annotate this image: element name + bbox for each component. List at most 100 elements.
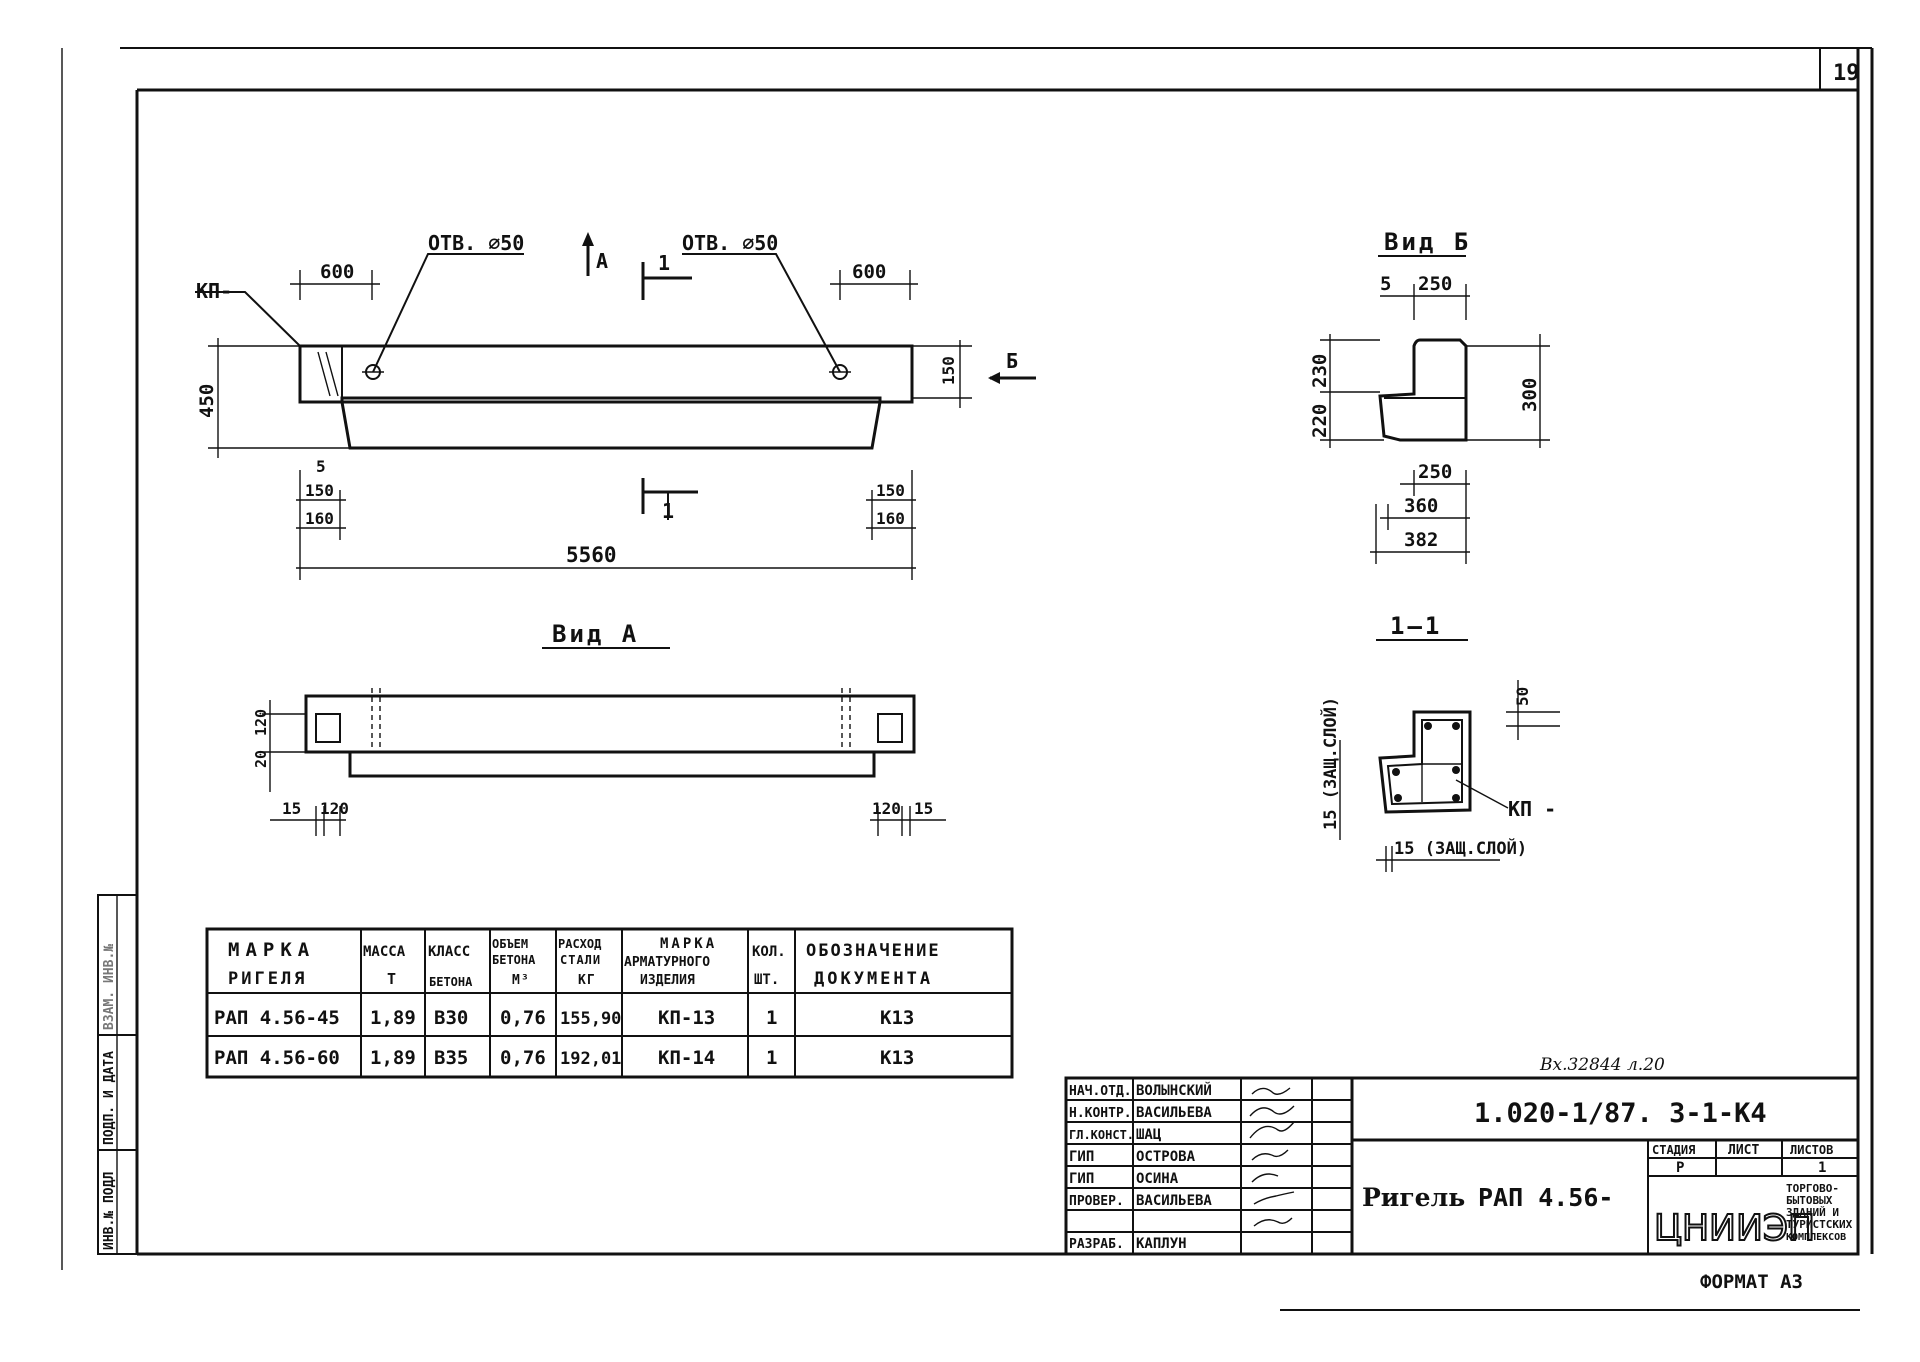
section-1-1 bbox=[1339, 639, 1560, 872]
section-title: 1—1 bbox=[1390, 612, 1442, 640]
section-dim-50: 50 bbox=[1513, 687, 1532, 706]
th-armature-3: ИЗДЕЛИЯ bbox=[640, 973, 695, 988]
th-qty-2: ШТ. bbox=[754, 972, 779, 988]
tb-code: 1.020-1/87. 3-1-К4 bbox=[1474, 1098, 1767, 1129]
tb-org-desc-4: ТУРИСТСКИХ bbox=[1786, 1218, 1853, 1231]
td-r2-mass: 1,89 bbox=[370, 1047, 416, 1069]
tb-sheet-label: ЛИСТ bbox=[1728, 1143, 1759, 1158]
view-a-dim-120: 120 bbox=[252, 709, 270, 736]
dim-150-right: 150 bbox=[939, 356, 958, 385]
th-steel-2: СТАЛИ bbox=[560, 953, 601, 967]
td-r2-qty: 1 bbox=[766, 1047, 777, 1069]
view-b-dim-250-top: 250 bbox=[1418, 273, 1452, 295]
th-mass-2: Т bbox=[387, 970, 397, 988]
dim-150-right-bottom: 150 bbox=[876, 481, 905, 500]
view-b-dim-5: 5 bbox=[1380, 273, 1391, 295]
view-b bbox=[1320, 255, 1550, 564]
section-cover-vertical: 15 (ЗАЩ.СЛОЙ) bbox=[1319, 697, 1341, 830]
dim-150-left: 150 bbox=[305, 481, 334, 500]
hole-left-label: ОТВ. ⌀50 bbox=[428, 231, 524, 255]
view-b-dim-360: 360 bbox=[1404, 495, 1438, 517]
tb-name-left: Ригель bbox=[1362, 1183, 1465, 1212]
page-number: 19 bbox=[1833, 61, 1860, 86]
th-steel-1: РАСХОД bbox=[558, 937, 601, 951]
hole-right-label: ОТВ. ⌀50 bbox=[682, 231, 778, 255]
view-b-dim-250-bottom: 250 bbox=[1418, 461, 1452, 483]
cut-mark-top: 1 bbox=[658, 251, 670, 275]
th-volume-2: БЕТОНА bbox=[492, 953, 536, 967]
side-stamp-replace: ВЗАМ. ИНВ.№ bbox=[102, 943, 117, 1030]
view-a-dim-120-left: 120 bbox=[320, 799, 349, 818]
view-b-dim-382: 382 bbox=[1404, 529, 1438, 551]
tb-name-6: ВАСИЛЬЕВА bbox=[1136, 1193, 1212, 1209]
section-kp-label: КП - bbox=[1508, 797, 1556, 821]
th-volume-3: М³ bbox=[512, 973, 530, 988]
section-cover-horizontal: 15 (ЗАЩ.СЛОЙ) bbox=[1394, 837, 1527, 859]
tb-sheets-label: ЛИСТОВ bbox=[1790, 1143, 1833, 1157]
th-class-1: КЛАСС bbox=[428, 944, 470, 960]
tb-org-desc-3: ЗДАНИЙ И bbox=[1786, 1206, 1839, 1219]
view-b-dim-300: 300 bbox=[1519, 378, 1541, 412]
sheet-format: ФОРМАТ А3 bbox=[1700, 1271, 1803, 1293]
title-block bbox=[1064, 1076, 1860, 1256]
th-armature-2: АРМАТУРНОГО bbox=[624, 955, 710, 970]
arrow-a-label: А bbox=[596, 249, 608, 273]
side-stamp-inv: ИНВ.№ ПОДЛ bbox=[102, 1172, 117, 1250]
kp-label: КП- bbox=[196, 279, 232, 303]
view-a-title: Вид А bbox=[552, 620, 639, 648]
side-stamp-sign: ПОДП. И ДАТА bbox=[102, 1051, 117, 1145]
archive-note: Вх.32844 л.20 bbox=[1539, 1055, 1665, 1075]
tb-org-desc-1: ТОРГОВО- bbox=[1786, 1182, 1839, 1195]
td-r1-mass: 1,89 bbox=[370, 1007, 416, 1029]
tb-role-6: ПРОВЕР. bbox=[1069, 1194, 1124, 1209]
tb-sheets: 1 bbox=[1818, 1160, 1826, 1176]
view-a-dim-15-left: 15 bbox=[282, 799, 301, 818]
view-a bbox=[262, 647, 946, 836]
dim-5: 5 bbox=[316, 457, 326, 476]
dim-450: 450 bbox=[196, 384, 218, 418]
th-armature-1: МАРКА bbox=[660, 936, 717, 952]
td-r2-steel: 192,01 bbox=[560, 1049, 621, 1069]
tb-name-5: ОСИНА bbox=[1136, 1171, 1179, 1187]
th-steel-3: КГ bbox=[578, 973, 596, 988]
view-b-arrow-label: Б bbox=[1006, 349, 1018, 373]
td-r1-armature: КП-13 bbox=[658, 1007, 715, 1029]
td-r1-mark: РАП 4.56-45 bbox=[214, 1007, 340, 1029]
th-mark-1: МАРКА bbox=[228, 939, 315, 961]
td-r1-class: В30 bbox=[434, 1007, 468, 1029]
td-r1-doc: К13 bbox=[880, 1007, 914, 1029]
tb-role-1: НАЧ.ОТД. bbox=[1069, 1084, 1132, 1099]
th-volume-1: ОБЪЕМ bbox=[492, 937, 528, 951]
view-b-dim-220: 220 bbox=[1309, 404, 1331, 438]
view-a-dim-20: 20 bbox=[252, 750, 270, 768]
tb-name-7: КАПЛУН bbox=[1136, 1236, 1187, 1252]
tb-name-right: РАП 4.56- bbox=[1478, 1183, 1613, 1212]
dim-600-right: 600 bbox=[852, 261, 886, 283]
td-r2-armature: КП-14 bbox=[658, 1047, 715, 1069]
tb-role-2: Н.КОНТР. bbox=[1069, 1106, 1132, 1121]
td-r1-steel: 155,90 bbox=[560, 1009, 621, 1029]
th-qty-1: КОЛ. bbox=[752, 944, 786, 960]
tb-org-desc-2: БЫТОВЫХ bbox=[1786, 1194, 1833, 1207]
tb-name-1: ВОЛЫНСКИЙ bbox=[1136, 1082, 1212, 1099]
tb-org-desc-5: КОМПЛЕКСОВ bbox=[1786, 1232, 1846, 1243]
td-r1-qty: 1 bbox=[766, 1007, 777, 1029]
view-b-title: Вид Б bbox=[1384, 228, 1471, 256]
td-r2-class: В35 bbox=[434, 1047, 468, 1069]
tb-stage: Р bbox=[1676, 1160, 1684, 1176]
tb-org: ЦНИИЭП bbox=[1654, 1208, 1815, 1249]
th-mass-1: МАССА bbox=[363, 944, 406, 960]
th-doc-2: ДОКУМЕНТА bbox=[814, 969, 933, 989]
view-a-dim-15-right: 15 bbox=[914, 799, 933, 818]
tb-role-3: ГЛ.КОНСТ. bbox=[1069, 1128, 1134, 1142]
tb-name-2: ВАСИЛЬЕВА bbox=[1136, 1105, 1212, 1121]
th-mark-2: РИГЕЛЯ bbox=[228, 969, 307, 989]
tb-name-3: ШАЦ bbox=[1136, 1127, 1162, 1143]
dim-600-left: 600 bbox=[320, 261, 354, 283]
view-b-dim-230: 230 bbox=[1309, 354, 1331, 388]
spec-table bbox=[205, 927, 1014, 1079]
view-a-dim-120-right: 120 bbox=[872, 799, 901, 818]
side-stamp: ИНВ.№ ПОДЛ ПОДП. И ДАТА ВЗАМ. ИНВ.№ bbox=[97, 894, 138, 1255]
dim-5560: 5560 bbox=[566, 543, 617, 567]
